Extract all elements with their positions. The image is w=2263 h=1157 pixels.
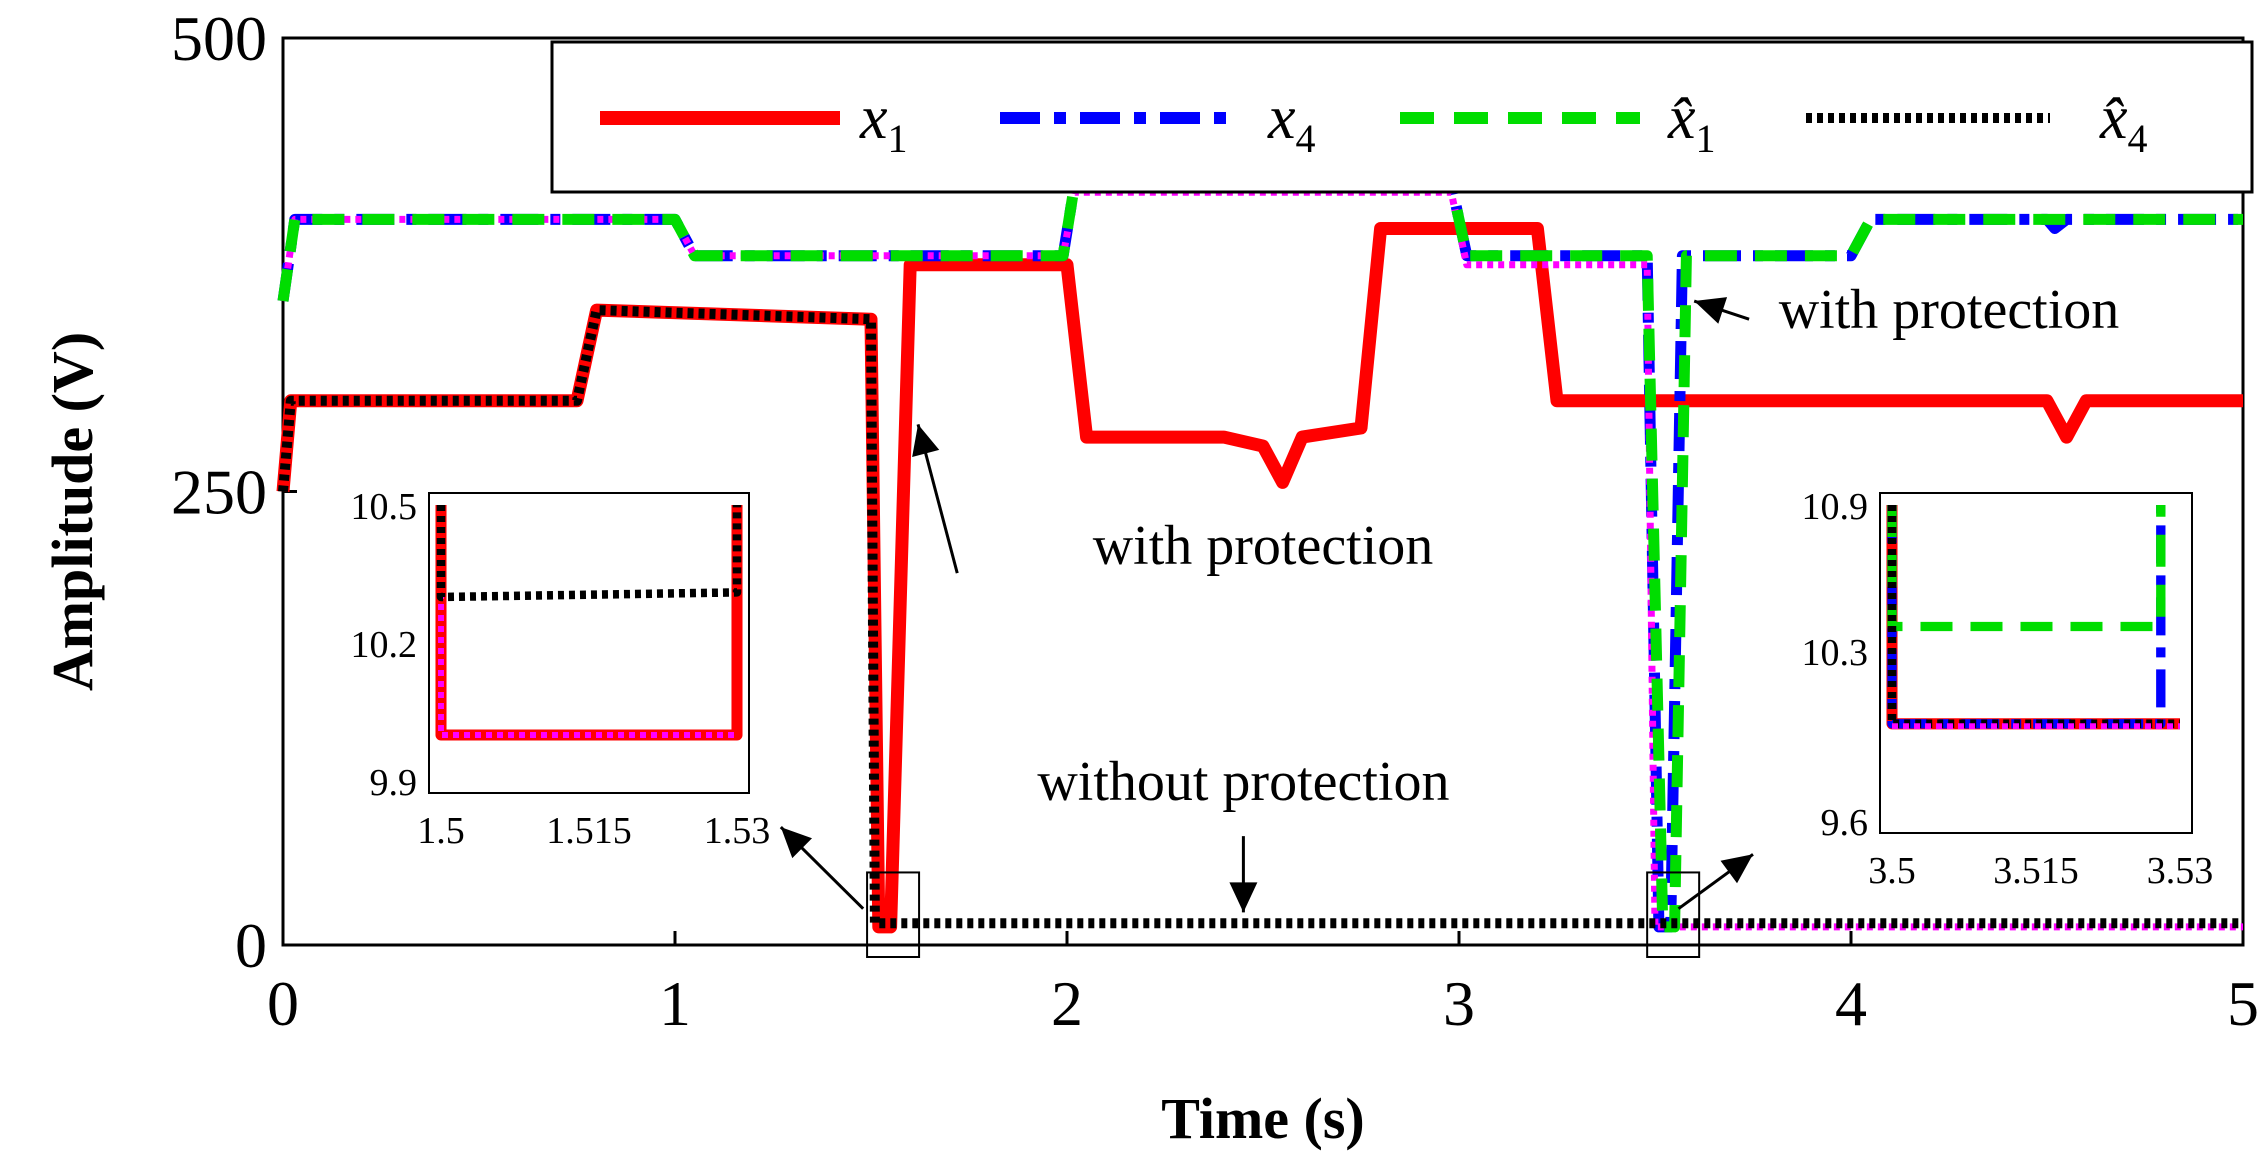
y-tick-label: 0 bbox=[235, 910, 267, 981]
zoom-box-left bbox=[866, 871, 921, 958]
x-tick-label: 1 bbox=[659, 968, 691, 1039]
arrow-without-protection-head bbox=[1229, 882, 1258, 913]
inset-right-y-tick-label: 10.3 bbox=[1802, 632, 1869, 674]
x-axis-title: Time (s) bbox=[1161, 1086, 1365, 1151]
inset-left-frame bbox=[428, 492, 750, 794]
annotation-text: with protection bbox=[1093, 515, 1434, 577]
arrow-to-inset-right-head bbox=[1720, 854, 1753, 884]
x-tick-label: 4 bbox=[1835, 968, 1867, 1039]
inset-right-y-tick-label: 9.6 bbox=[1821, 802, 1869, 844]
inset-right-x-tick-label: 3.53 bbox=[2147, 850, 2214, 892]
inset-left-x-tick-label: 1.515 bbox=[546, 810, 632, 852]
inset-left: 1.5 1.515 1.53 9.9 10.2 10.5 bbox=[351, 486, 771, 852]
arrow-with-protection-2-head bbox=[1694, 297, 1728, 324]
inset-right: 3.5 3.515 3.53 9.6 10.3 10.9 bbox=[1802, 486, 2214, 892]
inset-left-series-line bbox=[436, 505, 742, 602]
y-axis-title: Amplitude (V) bbox=[40, 332, 105, 691]
legend: x1 x4 x̂1 x̂4 bbox=[550, 40, 2254, 194]
inset-right-series-group bbox=[1886, 505, 2180, 730]
series-line-xhat4 bbox=[278, 305, 2243, 929]
inset-left-series-group bbox=[435, 505, 743, 741]
y-tick-label: 250 bbox=[171, 457, 267, 528]
x-tick-label: 2 bbox=[1051, 968, 1083, 1039]
inset-left-x-tick-label: 1.5 bbox=[417, 810, 465, 852]
x-tick-label: 3 bbox=[1443, 968, 1475, 1039]
x-tick-label: 0 bbox=[267, 968, 299, 1039]
inset-left-y-tick-label: 10.2 bbox=[351, 624, 418, 666]
arrow-to-inset-left-head bbox=[780, 827, 813, 859]
annotation-text: with protection bbox=[1779, 279, 2120, 341]
annotation-text: without protection bbox=[1037, 751, 1449, 813]
inset-left-y-tick-label: 9.9 bbox=[370, 762, 418, 804]
inset-right-x-tick-label: 3.515 bbox=[1993, 850, 2079, 892]
inset-right-frame bbox=[1879, 492, 2193, 834]
inset-left-y-tick-label: 10.5 bbox=[351, 486, 418, 528]
inset-left-x-tick-label: 1.53 bbox=[704, 810, 771, 852]
zoom-box-right bbox=[1646, 871, 1701, 958]
inset-right-y-tick-label: 10.9 bbox=[1802, 486, 1869, 528]
y-tick-label: 500 bbox=[171, 3, 267, 74]
x-tick-label: 5 bbox=[2227, 968, 2259, 1039]
inset-right-x-tick-label: 3.5 bbox=[1868, 850, 1916, 892]
series-line-xhat1 bbox=[277, 177, 2243, 933]
arrow-with-protection-1-head bbox=[912, 424, 940, 457]
